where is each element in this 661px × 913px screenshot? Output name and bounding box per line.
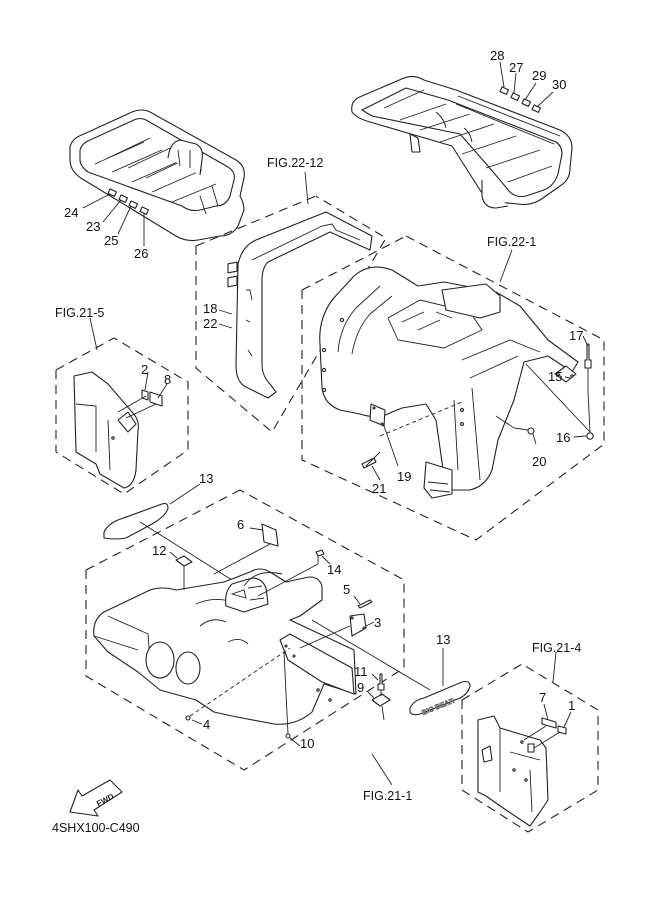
- fig-ref-21-4[interactable]: FIG.21-4: [532, 641, 581, 655]
- callout-27: 27: [509, 60, 523, 75]
- callout-30: 30: [552, 77, 566, 92]
- callout-16: 16: [556, 430, 570, 445]
- callouts-rear-carrier: 28 27 29 30: [490, 48, 566, 108]
- callout-19: 19: [397, 469, 411, 484]
- callout-13-emblem: 13: [436, 632, 450, 647]
- callout-22: 22: [203, 316, 217, 331]
- emblem-big-bear: BIG BEAR: [409, 680, 471, 717]
- callout-4: 4: [203, 717, 210, 732]
- fig-ref-21-5[interactable]: FIG.21-5: [55, 306, 104, 320]
- fwd-arrow: FWD: [69, 779, 123, 817]
- callout-5: 5: [343, 582, 350, 597]
- fig-21-5-group: FIG.21-5 2 8: [55, 306, 189, 495]
- callout-13-upper: 13: [199, 471, 213, 486]
- callout-10: 10: [300, 736, 314, 751]
- drawing-code: 4SHX100-C490: [52, 821, 140, 835]
- callout-1: 1: [568, 698, 575, 713]
- callout-21: 21: [372, 481, 386, 496]
- callout-28: 28: [490, 48, 504, 63]
- callout-3: 3: [374, 615, 381, 630]
- callout-17: 17: [569, 328, 583, 343]
- callout-6: 6: [237, 517, 244, 532]
- rear-carrier: [351, 75, 573, 209]
- callout-29: 29: [532, 68, 546, 83]
- fig-21-1-group: FIG.21-1 13 6 12 14: [85, 471, 471, 803]
- callout-12: 12: [152, 543, 166, 558]
- callout-23: 23: [86, 219, 100, 234]
- callout-2: 2: [141, 362, 148, 377]
- callout-26: 26: [134, 246, 148, 261]
- fig-ref-22-1[interactable]: FIG.22-1: [487, 235, 536, 249]
- fig-22-12-group: FIG.22-12 18 22: [195, 156, 387, 433]
- front-carrier: [69, 109, 245, 242]
- fig-ref-21-1[interactable]: FIG.21-1: [363, 789, 412, 803]
- callout-9: 9: [357, 680, 364, 695]
- callouts-front-carrier: 24 23 25 26: [64, 193, 148, 261]
- callout-25: 25: [104, 233, 118, 248]
- callout-24: 24: [64, 205, 78, 220]
- callout-15: 15: [548, 369, 562, 384]
- fig-21-4-group: FIG.21-4 7 1: [461, 641, 599, 833]
- fig-22-1-group: FIG.22-1 17 15 16 20: [301, 235, 605, 541]
- callout-14: 14: [327, 562, 341, 577]
- callout-18: 18: [203, 301, 217, 316]
- callout-11: 11: [354, 664, 368, 679]
- callout-7: 7: [539, 690, 546, 705]
- fig-ref-22-12[interactable]: FIG.22-12: [267, 156, 323, 170]
- callout-8: 8: [164, 372, 171, 387]
- callout-20: 20: [532, 454, 546, 469]
